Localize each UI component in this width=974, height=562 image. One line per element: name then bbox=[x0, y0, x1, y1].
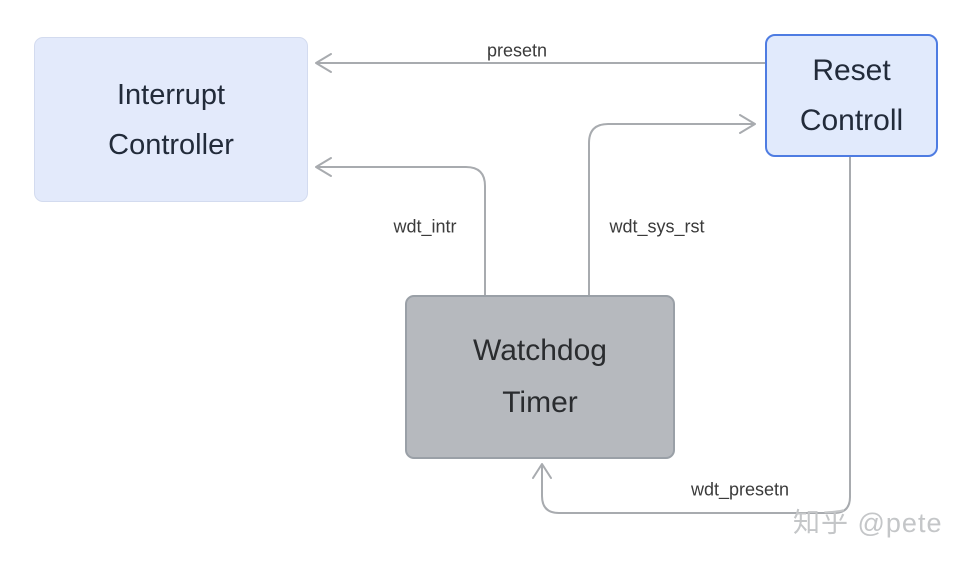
wdt-intr-arrowhead-icon bbox=[315, 157, 332, 177]
wdt-sys-rst-connector bbox=[588, 123, 754, 296]
watchdog-timer-label-line2: Timer bbox=[502, 386, 578, 419]
wdt-intr-edge-label: wdt_intr bbox=[393, 216, 457, 237]
wdt-sys-rst-edge-label: wdt_sys_rst bbox=[609, 216, 705, 237]
interrupt-controller-label-line2: Controller bbox=[108, 128, 234, 161]
wdt-intr-connector bbox=[317, 166, 486, 296]
reset-control-label-line2: Controll bbox=[799, 103, 904, 137]
reset-control-label-line1: Reset bbox=[812, 53, 891, 87]
wdt-presetn-arrowhead-icon bbox=[532, 463, 552, 479]
presetn-edge-label: presetn bbox=[486, 40, 548, 61]
watchdog-timer-node: Watchdog Timer bbox=[405, 295, 675, 459]
reset-control-node: Reset Controll bbox=[765, 34, 938, 157]
interrupt-controller-node: Interrupt Controller bbox=[34, 37, 308, 202]
presetn-arrowhead-icon bbox=[315, 53, 332, 73]
wdt-presetn-edge-label: wdt_presetn bbox=[690, 479, 790, 500]
zhihu-watermark: 知乎 @pete bbox=[793, 508, 943, 538]
wdt-sys-rst-arrowhead-icon bbox=[739, 114, 756, 134]
interrupt-controller-label-line1: Interrupt bbox=[117, 78, 225, 111]
watchdog-timer-label-line1: Watchdog bbox=[473, 334, 607, 367]
wdt-presetn-connector bbox=[541, 156, 851, 514]
